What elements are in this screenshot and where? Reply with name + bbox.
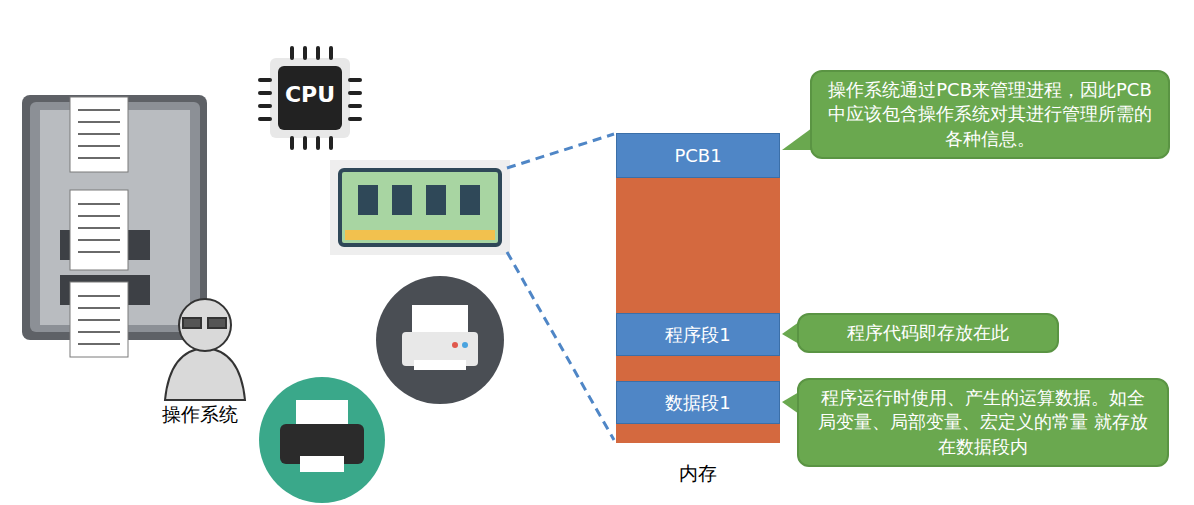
- node-text: 内存: [616, 461, 780, 487]
- node-text: 程序代码即存放在此: [813, 321, 1043, 345]
- os-label: 操作系统: [140, 402, 260, 428]
- callout-box: 程序代码即存放在此: [797, 313, 1059, 353]
- zoom-line: [507, 134, 614, 440]
- callout-box: 程序运行时使用、产生的运算数据。如全局变量、局部变量、宏定义的常量 就存放在数据…: [797, 378, 1169, 467]
- node-text: PCB1: [674, 145, 721, 166]
- printer-icon: [259, 377, 385, 503]
- node-text: 操作系统通过PCB来管理进程，因此PCB中应该包含操作系统对其进行管理所需的各种…: [826, 78, 1154, 151]
- printer-icon: [376, 276, 504, 404]
- callout-tail: [782, 128, 812, 414]
- memory-segment: 程序段1: [616, 313, 780, 356]
- cpu-label: CPU: [278, 82, 342, 107]
- cpu-chip: [260, 48, 360, 148]
- memory-block: 内存PCB1程序段1数据段1: [616, 133, 780, 443]
- memory-segment: PCB1: [616, 133, 780, 178]
- ram-stick: [330, 160, 510, 255]
- person-figure: [165, 299, 245, 400]
- node-text: 数据段1: [665, 391, 730, 415]
- callout-box: 操作系统通过PCB来管理进程，因此PCB中应该包含操作系统对其进行管理所需的各种…: [810, 70, 1170, 159]
- node-text: 程序段1: [665, 323, 730, 347]
- memory-segment: 数据段1: [616, 381, 780, 424]
- node-text: 程序运行时使用、产生的运算数据。如全局变量、局部变量、宏定义的常量 就存放在数据…: [813, 386, 1153, 459]
